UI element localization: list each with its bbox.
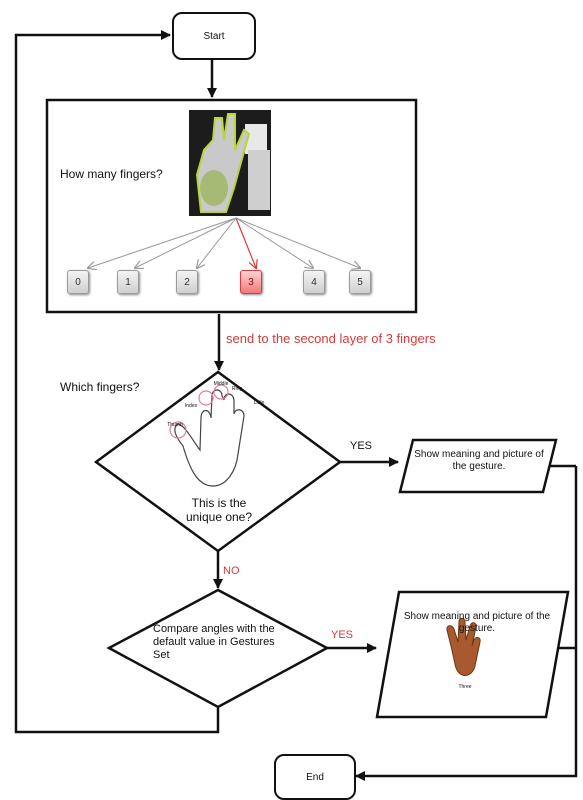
gesture-photo — [446, 617, 481, 676]
button-label-5: 5 — [357, 276, 363, 288]
unique-decision-label: This is the unique one? — [185, 496, 253, 525]
finger-name-middle: Middle — [213, 381, 229, 387]
finger-name-index: Index — [184, 403, 198, 409]
finger-count-button-3[interactable]: 3 — [240, 270, 262, 294]
output-2-text: Show meaning and picture of the gesture. — [403, 611, 551, 634]
no-label: NO — [223, 565, 240, 577]
compare-decision-diamond — [106, 588, 330, 709]
finger-count-button-1[interactable]: 1 — [117, 270, 139, 294]
finger-name-thumb: Thumb — [167, 422, 183, 428]
finger-count-button-5[interactable]: 5 — [349, 270, 371, 294]
finger-count-button-2[interactable]: 2 — [176, 270, 198, 294]
start-node: Start — [172, 12, 256, 60]
transition-note: send to the second layer of 3 fingers — [226, 331, 436, 346]
finger-name-little: Little — [253, 400, 265, 406]
yes-label-1: YES — [350, 440, 373, 452]
output-1-text: Show meaning and picture of the gesture. — [414, 449, 544, 472]
finger-count-button-4[interactable]: 4 — [303, 270, 325, 294]
button-label-1: 1 — [125, 276, 131, 288]
right-rail-to-end — [355, 466, 578, 781]
fan-arrows — [88, 217, 360, 268]
finger-count-button-0[interactable]: 0 — [67, 270, 89, 294]
start-label: Start — [203, 30, 225, 42]
loop-back-arrow — [14, 30, 220, 734]
which-fingers-question: Which fingers? — [60, 380, 140, 394]
output-1-box — [398, 438, 558, 494]
yes-label-2: YES — [331, 629, 354, 641]
button-label-4: 4 — [311, 276, 317, 288]
depth-hand-image — [189, 110, 271, 216]
finger-hand-diagram — [169, 384, 245, 487]
button-label-0: 0 — [75, 276, 81, 288]
output-2-caption: Three — [458, 684, 472, 690]
button-label-3: 3 — [248, 276, 254, 288]
compare-decision-label: Compare angles with the default value in… — [153, 623, 275, 662]
end-node: End — [274, 754, 356, 800]
finger-name-ring: Ring — [231, 386, 243, 392]
end-label: End — [306, 771, 324, 783]
button-label-2: 2 — [184, 276, 190, 288]
finger-count-question: How many fingers? — [60, 167, 163, 181]
